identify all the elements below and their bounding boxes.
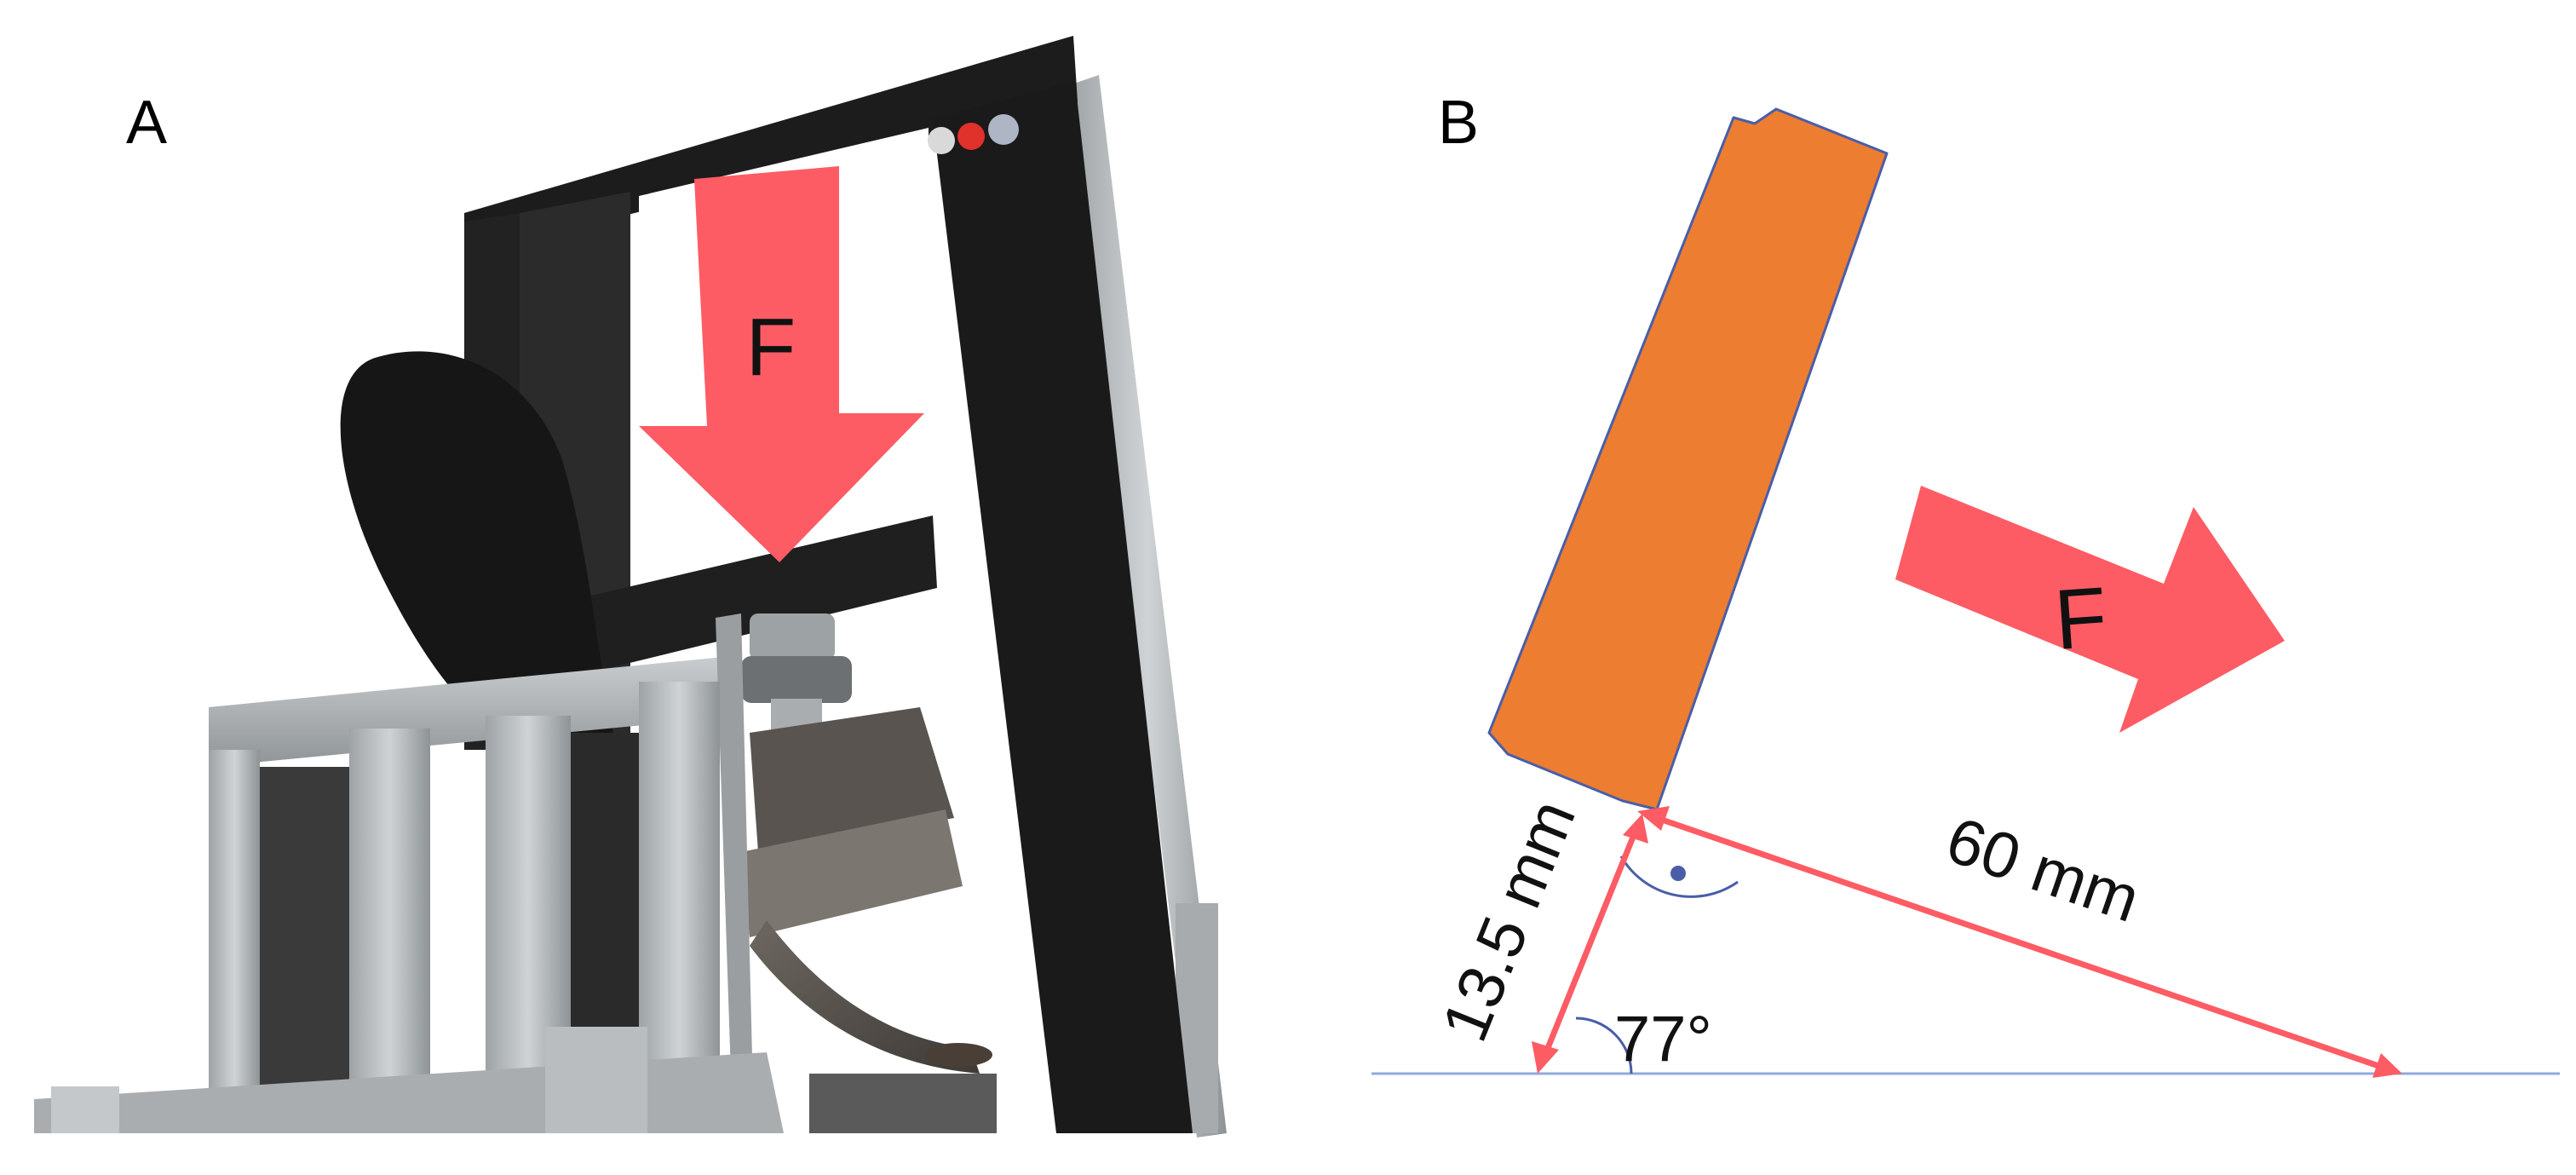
dimension-long-line [1655,815,2383,1070]
seat-back-paddle [340,351,613,750]
seat-frame-rear-post [716,613,754,1125]
load-cell-top [750,613,835,660]
dimension-long-arrowhead-left [1637,806,1670,831]
force-arrow-b [1895,486,2285,733]
force-label-a: F [746,302,796,393]
seat-frame-gap-1 [260,767,349,1133]
machine-rail-right [1069,75,1227,1138]
panel-a-test-rig: F A [34,36,1227,1138]
mechanism-bracket [750,707,954,852]
load-cell [741,656,852,703]
seat-frame-slat-2 [349,729,430,1133]
base-block [809,1074,997,1133]
mechanism-roller-housing [741,809,963,937]
panel-b-diagram: B 13.5 mm 60 mm 77° F [1371,89,2560,1078]
right-angle-dot [1670,866,1686,881]
crosshead-beam [588,516,937,673]
plate [1487,107,1889,811]
right-angle-arc [1619,855,1739,898]
sticker-2 [957,123,985,150]
panel-label-a: A [126,89,167,157]
dimension-long-label: 60 mm [1938,803,2148,936]
angle-arc-77 [1575,1017,1633,1074]
force-arrow-a [639,166,924,562]
sticker-1 [928,127,955,154]
force-label-b: F [2051,569,2110,668]
dimension-long-arrowhead-right [2372,1053,2402,1078]
extrusion-end-left [51,1086,119,1133]
machine-right-column [933,81,1193,1133]
seat-frame-gap-2 [430,750,486,1133]
seat-frame-slat-1 [209,750,260,1133]
dimension-short-arrowhead-top [1623,814,1648,844]
extrusion-end-right [545,1027,647,1133]
dimension-short-line [1543,829,1639,1054]
dimension-short-arrowhead-bottom [1532,1041,1559,1074]
seat-frame-top-bar [209,656,741,767]
panel-label-b: B [1438,89,1479,157]
strip-end [924,1043,992,1067]
sticker-3 [988,114,1019,145]
angle-label: 77° [1614,1003,1712,1075]
